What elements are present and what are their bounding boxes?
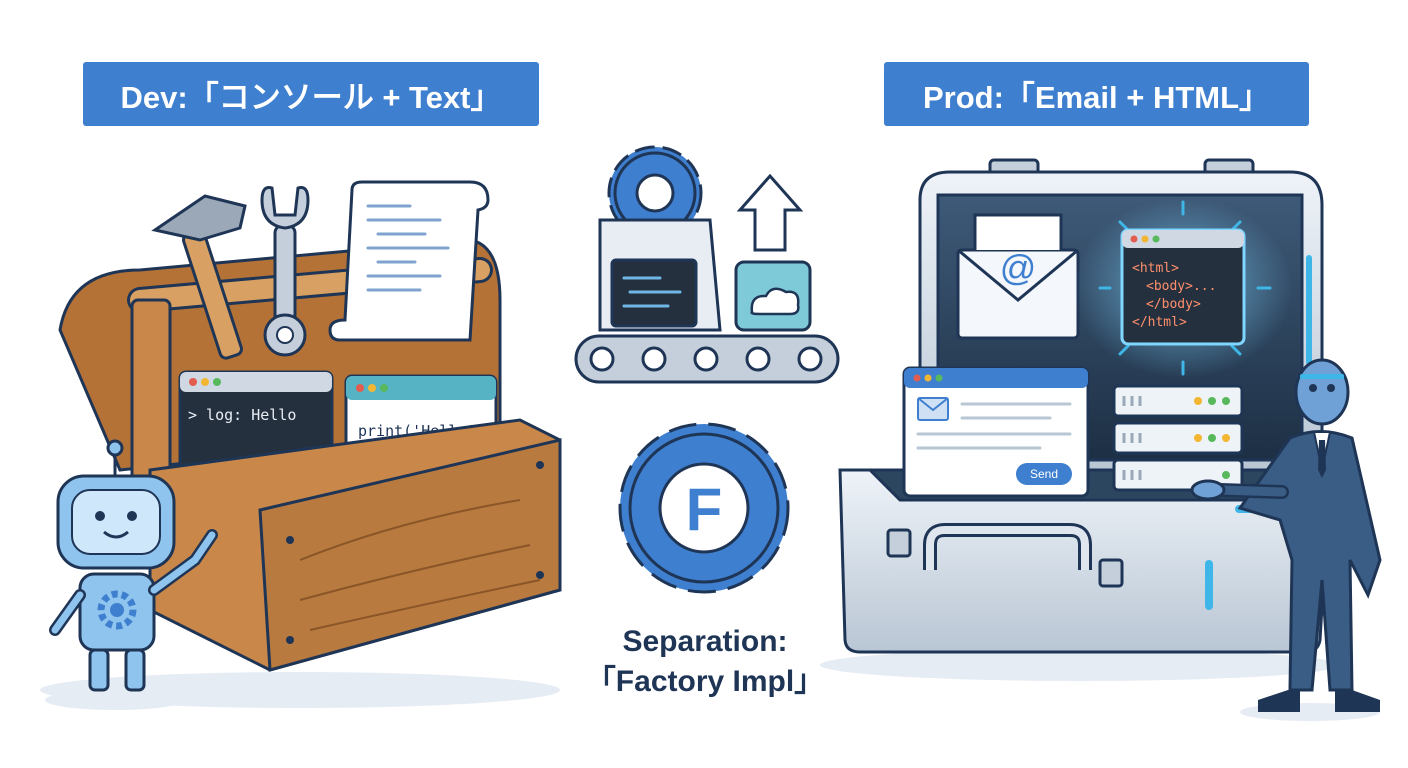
separation-title: Separation: <box>622 625 788 658</box>
gear-icon <box>97 590 137 630</box>
send-button[interactable] <box>1016 463 1072 485</box>
html-code-window: <html> <body>... </body> </html> <box>1120 228 1246 346</box>
code-scroll-icon <box>328 180 490 342</box>
html-line-3: </body> <box>1146 297 1201 312</box>
steel-suitcase: @ <html> <body>... </body> </html> <box>820 158 1340 681</box>
robot-character <box>45 439 218 710</box>
html-line-4: </html> <box>1132 315 1187 330</box>
factory-gear-icon: F <box>618 422 790 594</box>
email-envelope-icon: @ <box>956 213 1080 340</box>
android-businessman <box>1190 358 1382 721</box>
arrow-up-icon <box>736 173 804 252</box>
dev-badge: Dev:「コンソール + Text」 <box>83 62 539 126</box>
conveyor-build-icon <box>574 145 840 384</box>
send-label: Send <box>1030 467 1058 481</box>
prod-badge: Prod:「Email + HTML」 <box>884 62 1309 126</box>
factory-letter: F <box>686 476 723 543</box>
hammer-icon <box>151 194 247 360</box>
gear-icon <box>607 145 703 241</box>
wooden-toolbox: > log: Hello print('Hello') <box>40 180 562 708</box>
email-compose-window: Send <box>902 366 1090 498</box>
wrench-icon <box>260 186 310 357</box>
separation-caption: Separation: 「Factory Impl」 <box>560 622 850 702</box>
server-stack-icon <box>1112 384 1244 492</box>
at-symbol: @ <box>1000 247 1037 288</box>
html-line-2: <body>... <box>1146 279 1216 294</box>
html-line-1: <html> <box>1132 261 1179 276</box>
console-log-text: > log: Hello <box>188 406 296 424</box>
cloud-icon <box>750 287 800 316</box>
separation-subtitle: 「Factory Impl」 <box>585 665 825 698</box>
